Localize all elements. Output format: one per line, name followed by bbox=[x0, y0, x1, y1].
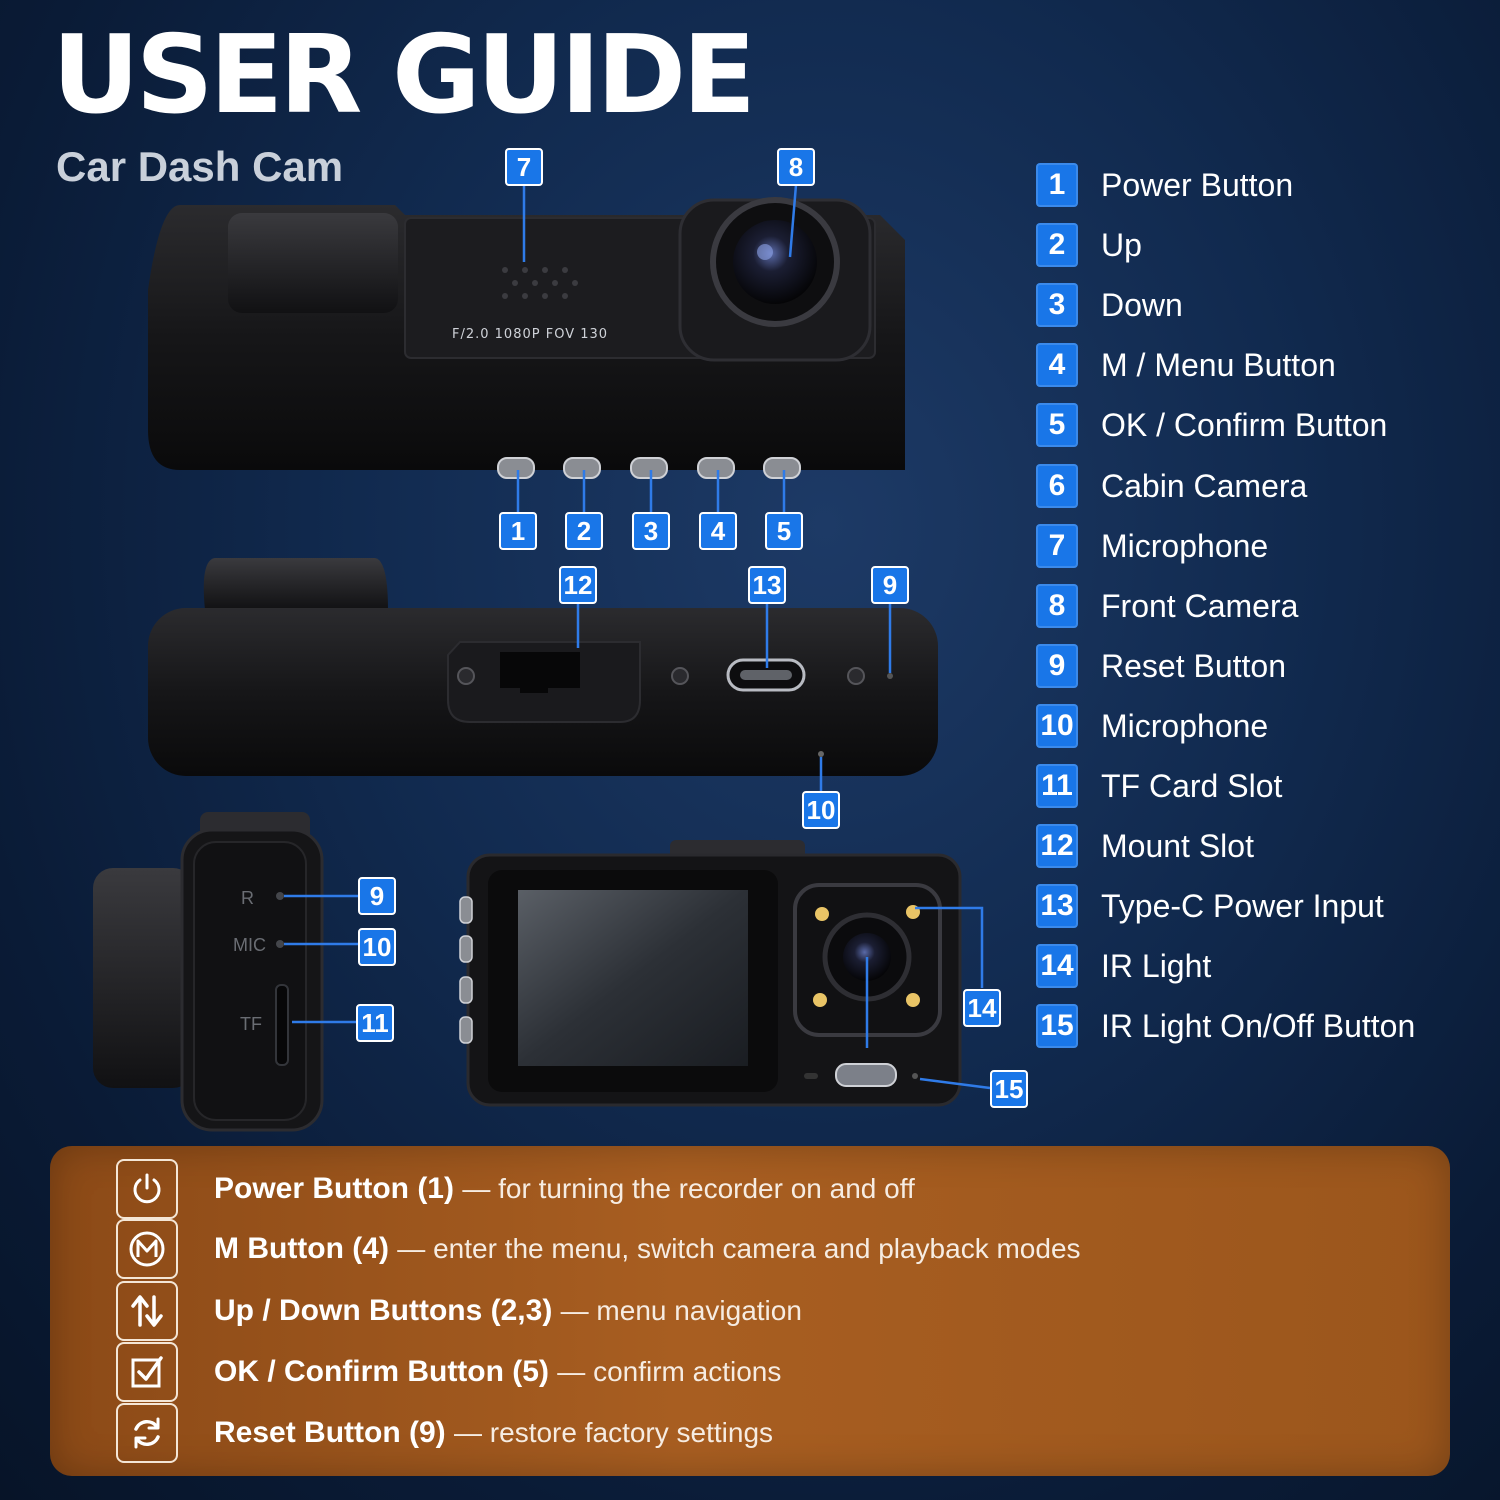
legend-item: 7 Microphone bbox=[1036, 524, 1268, 568]
checkbox-icon bbox=[116, 1342, 178, 1402]
callout-2: 2 bbox=[565, 512, 603, 550]
function-row-menu: M Button (4) — enter the menu, switch ca… bbox=[116, 1218, 1081, 1280]
page-title: USER GUIDE bbox=[52, 13, 756, 138]
reset-icon bbox=[116, 1403, 178, 1463]
callout-5: 5 bbox=[765, 512, 803, 550]
legend-item: 4 M / Menu Button bbox=[1036, 343, 1336, 387]
legend-number: 8 bbox=[1036, 584, 1078, 628]
legend-item: 12 Mount Slot bbox=[1036, 824, 1254, 868]
callout-12: 12 bbox=[559, 566, 597, 604]
function-name: Power Button (1) bbox=[214, 1172, 454, 1205]
callout-13: 13 bbox=[748, 566, 786, 604]
legend-label: TF Card Slot bbox=[1101, 767, 1283, 804]
callout-14: 14 bbox=[963, 989, 1001, 1027]
function-row-up-down: Up / Down Buttons (2,3) — menu navigatio… bbox=[116, 1280, 802, 1342]
legend-label: IR Light On/Off Button bbox=[1101, 1007, 1416, 1044]
legend-label: M / Menu Button bbox=[1101, 346, 1336, 383]
legend-item: 8 Front Camera bbox=[1036, 584, 1298, 628]
legend-label: Power Button bbox=[1101, 166, 1294, 203]
legend-number: 10 bbox=[1036, 704, 1078, 748]
legend-number: 6 bbox=[1036, 464, 1078, 508]
svg-text:MIC: MIC bbox=[233, 935, 266, 955]
legend-item: 5 OK / Confirm Button bbox=[1036, 403, 1387, 447]
svg-text:R: R bbox=[241, 888, 254, 908]
legend-item: 14 IR Light bbox=[1036, 944, 1211, 988]
legend-number: 13 bbox=[1036, 884, 1078, 928]
callout-4: 4 bbox=[699, 512, 737, 550]
side-view-device: R MIC TF bbox=[93, 812, 324, 1132]
function-description: — restore factory settings bbox=[454, 1417, 774, 1448]
legend-label: OK / Confirm Button bbox=[1101, 406, 1388, 443]
button-functions-panel: Power Button (1) — for turning the recor… bbox=[50, 1146, 1450, 1476]
side-label-reset: R bbox=[241, 888, 254, 908]
legend-item: 3 Down bbox=[1036, 283, 1183, 327]
bottom-view-device bbox=[148, 558, 938, 776]
function-description: — menu navigation bbox=[560, 1295, 802, 1326]
legend-label: Reset Button bbox=[1101, 647, 1286, 684]
legend-label: Front Camera bbox=[1101, 587, 1299, 624]
callout-9-bottom: 9 bbox=[871, 566, 909, 604]
legend-number: 4 bbox=[1036, 343, 1078, 387]
up-down-arrows-icon bbox=[116, 1281, 178, 1341]
function-row-ok: OK / Confirm Button (5) — confirm action… bbox=[116, 1341, 781, 1403]
function-name: Reset Button (9) bbox=[214, 1416, 446, 1449]
callout-3: 3 bbox=[632, 512, 670, 550]
legend-number: 2 bbox=[1036, 223, 1078, 267]
callout-11: 11 bbox=[356, 1004, 394, 1042]
legend-label: Microphone bbox=[1101, 527, 1269, 564]
legend-number: 9 bbox=[1036, 644, 1078, 688]
function-name: OK / Confirm Button (5) bbox=[214, 1355, 549, 1388]
callout-10-side: 10 bbox=[358, 928, 396, 966]
legend-number: 15 bbox=[1036, 1004, 1078, 1048]
callout-leader-lines bbox=[284, 184, 991, 1090]
function-row-power: Power Button (1) — for turning the recor… bbox=[116, 1158, 915, 1220]
legend-label: Down bbox=[1101, 286, 1183, 323]
legend-label: Microphone bbox=[1101, 707, 1269, 744]
legend-label: Mount Slot bbox=[1101, 827, 1254, 864]
callout-1: 1 bbox=[499, 512, 537, 550]
legend-label: Up bbox=[1101, 226, 1142, 263]
legend-item: 11 TF Card Slot bbox=[1036, 764, 1282, 808]
function-name: M Button (4) bbox=[214, 1232, 389, 1265]
legend-number: 7 bbox=[1036, 524, 1078, 568]
legend-item: 10 Microphone bbox=[1036, 704, 1268, 748]
function-name: Up / Down Buttons (2,3) bbox=[214, 1294, 553, 1327]
legend-number: 12 bbox=[1036, 824, 1078, 868]
callout-8: 8 bbox=[777, 148, 815, 186]
legend-item: 15 IR Light On/Off Button bbox=[1036, 1004, 1415, 1048]
function-description: — confirm actions bbox=[557, 1356, 782, 1387]
legend-item: 9 Reset Button bbox=[1036, 644, 1286, 688]
legend-item: 6 Cabin Camera bbox=[1036, 464, 1307, 508]
legend-label: Type-C Power Input bbox=[1101, 887, 1384, 924]
legend-item: 1 Power Button bbox=[1036, 163, 1293, 207]
side-label-mic: MIC bbox=[233, 935, 266, 955]
power-icon bbox=[116, 1159, 178, 1219]
rear-view-device bbox=[459, 840, 962, 1107]
legend-item: 13 Type-C Power Input bbox=[1036, 884, 1384, 928]
top-view-device: F/2.0 1080P FOV 130 bbox=[148, 197, 905, 479]
callout-7: 7 bbox=[505, 148, 543, 186]
function-description: — for turning the recorder on and off bbox=[462, 1173, 915, 1204]
callout-10-bottom: 10 bbox=[802, 791, 840, 829]
callout-15: 15 bbox=[990, 1070, 1028, 1108]
legend-label: Cabin Camera bbox=[1101, 467, 1308, 504]
function-description: — enter the menu, switch camera and play… bbox=[397, 1233, 1081, 1264]
svg-text:F/2.0 1080P FOV 130: F/2.0 1080P FOV 130 bbox=[452, 327, 608, 342]
legend-number: 11 bbox=[1036, 764, 1078, 808]
legend-number: 5 bbox=[1036, 403, 1078, 447]
callout-9-side: 9 bbox=[358, 877, 396, 915]
legend-label: IR Light bbox=[1101, 947, 1212, 984]
lens-spec-text: F/2.0 1080P FOV 130 bbox=[452, 327, 608, 342]
legend-number: 14 bbox=[1036, 944, 1078, 988]
menu-m-icon bbox=[116, 1219, 178, 1279]
svg-text:TF: TF bbox=[240, 1014, 262, 1034]
legend-number: 1 bbox=[1036, 163, 1078, 207]
page-subtitle: Car Dash Cam bbox=[56, 143, 344, 190]
legend-number: 3 bbox=[1036, 283, 1078, 327]
side-label-tf: TF bbox=[240, 1014, 262, 1034]
legend-item: 2 Up bbox=[1036, 223, 1142, 267]
function-row-reset: Reset Button (9) — restore factory setti… bbox=[116, 1402, 773, 1464]
